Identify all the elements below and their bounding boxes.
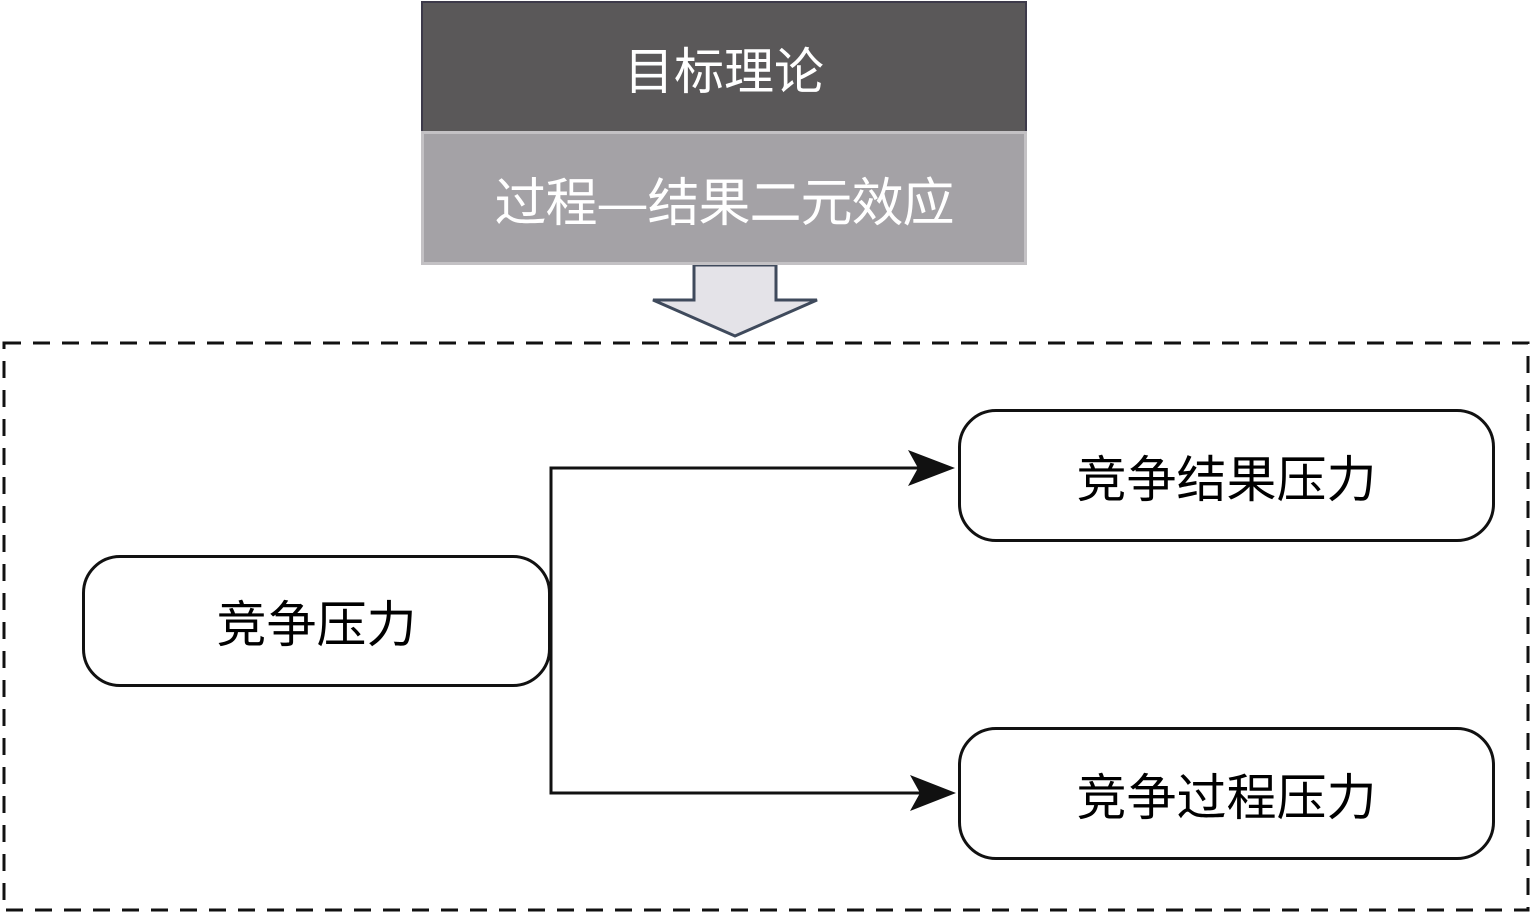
subtitle-box-dual-effect: 过程—结果二元效应	[421, 131, 1027, 265]
header-subtitle: 过程—结果二元效应	[494, 173, 954, 234]
node-competition-process-pressure: 竞争过程压力	[958, 727, 1495, 860]
arrowhead-result-icon	[908, 450, 955, 486]
connector-root-result	[549, 466, 920, 621]
down-arrow-icon	[652, 263, 818, 338]
header-box-goal-theory: 目标理论	[421, 1, 1027, 132]
node-label: 竞争压力	[216, 596, 417, 654]
node-competition-result-pressure: 竞争结果压力	[958, 409, 1495, 542]
node-label: 竞争结果压力	[1076, 450, 1377, 509]
dashed-container	[2, 341, 1530, 912]
node-competition-pressure: 竞争压力	[82, 555, 551, 687]
header-title: 目标理论	[624, 42, 824, 101]
connector-root-process	[549, 621, 920, 795]
node-label: 竞争过程压力	[1076, 768, 1377, 827]
arrowhead-process-icon	[910, 775, 956, 811]
